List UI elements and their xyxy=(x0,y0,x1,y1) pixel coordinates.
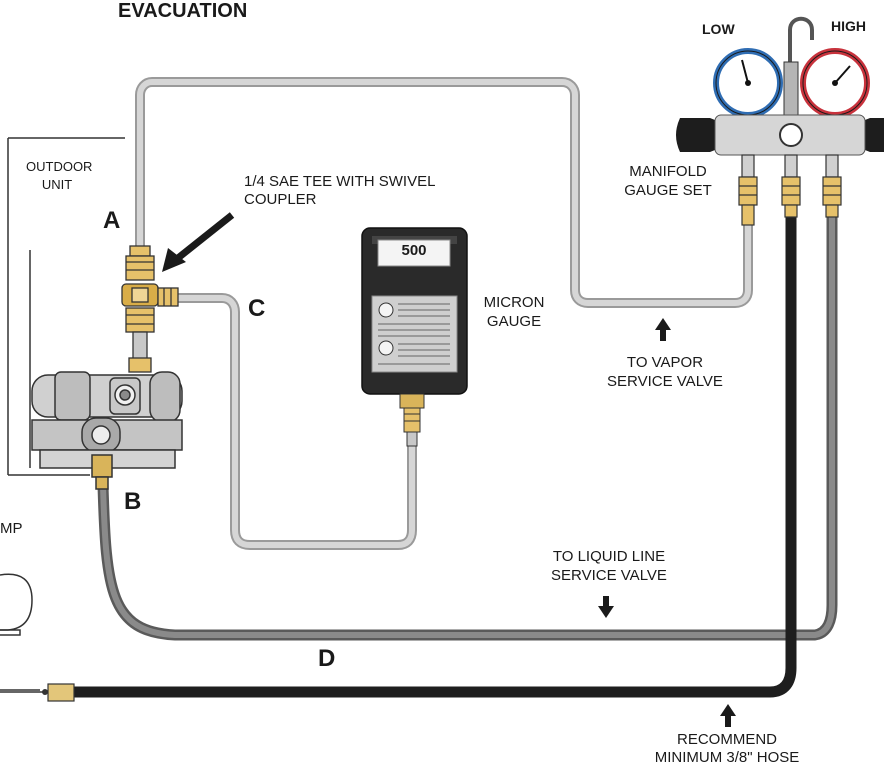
outdoor-unit-label-line-2: UNIT xyxy=(41,177,73,193)
sae-tee-fitting xyxy=(121,245,179,373)
point-d-label: D xyxy=(318,645,336,672)
high-pressure-gauge xyxy=(800,48,870,118)
manifold-label-line-1: MANIFOLD xyxy=(629,163,707,180)
service-valve-assembly xyxy=(31,371,183,490)
point-a-label: A xyxy=(103,207,121,234)
vapor-service-valve-note: TO VAPOR SERVICE VALVE xyxy=(590,354,740,390)
tee-pointer-arrow xyxy=(162,212,235,272)
micron-gauge-label-line-2: GAUGE xyxy=(486,312,542,330)
micron-gauge-reading: 500 xyxy=(401,242,427,259)
liquid-down-arrow xyxy=(598,596,614,618)
pump-label-fragment: MP xyxy=(0,520,23,537)
diagram-title: EVACUATION xyxy=(118,0,248,22)
hose-note-line-1: RECOMMEND xyxy=(677,731,777,748)
point-c-label: C xyxy=(248,295,266,322)
hose-note-line-2: MINIMUM 3/8" HOSE xyxy=(654,748,800,766)
vapor-note-line-2: SERVICE VALVE xyxy=(607,372,723,390)
liquid-line-service-valve-note: TO LIQUID LINE SERVICE VALVE xyxy=(534,548,684,584)
hose-recommended-3-8 xyxy=(69,204,797,698)
high-gauge-label: HIGH xyxy=(831,18,866,34)
point-b-label: B xyxy=(124,488,142,515)
outdoor-unit-label-line-1: OUTDOOR xyxy=(26,159,93,174)
low-gauge-label: LOW xyxy=(702,21,735,37)
low-pressure-gauge xyxy=(713,48,783,118)
vapor-up-arrow xyxy=(655,318,671,341)
outdoor-unit-label: OUTDOOR UNIT xyxy=(26,159,93,193)
hose-end-fitting xyxy=(0,683,75,702)
tee-label: 1/4 SAE TEE WITH SWIVEL COUPLER xyxy=(244,173,436,208)
manifold-label-line-2: GAUGE SET xyxy=(624,181,712,199)
vacuum-pump-fragment xyxy=(0,573,40,691)
liquid-note-line-1: TO LIQUID LINE xyxy=(552,548,666,565)
micron-gauge-label-line-1: MICRON xyxy=(483,294,545,311)
hose-up-arrow xyxy=(720,704,736,727)
vapor-note-line-1: TO VAPOR xyxy=(626,354,704,371)
recommended-hose-note: RECOMMEND MINIMUM 3/8" HOSE xyxy=(632,731,822,766)
tee-label-line-2: COUPLER xyxy=(244,190,317,208)
tee-label-line-1: 1/4 SAE TEE WITH SWIVEL xyxy=(244,173,436,190)
micron-gauge-label: MICRON GAUGE xyxy=(474,294,554,330)
manifold-gauge-set-label: MANIFOLD GAUGE SET xyxy=(606,163,730,199)
liquid-note-line-2: SERVICE VALVE xyxy=(551,566,667,584)
micron-gauge xyxy=(361,227,468,447)
manifold-gauge-set xyxy=(676,16,884,226)
outdoor-unit xyxy=(7,137,125,476)
